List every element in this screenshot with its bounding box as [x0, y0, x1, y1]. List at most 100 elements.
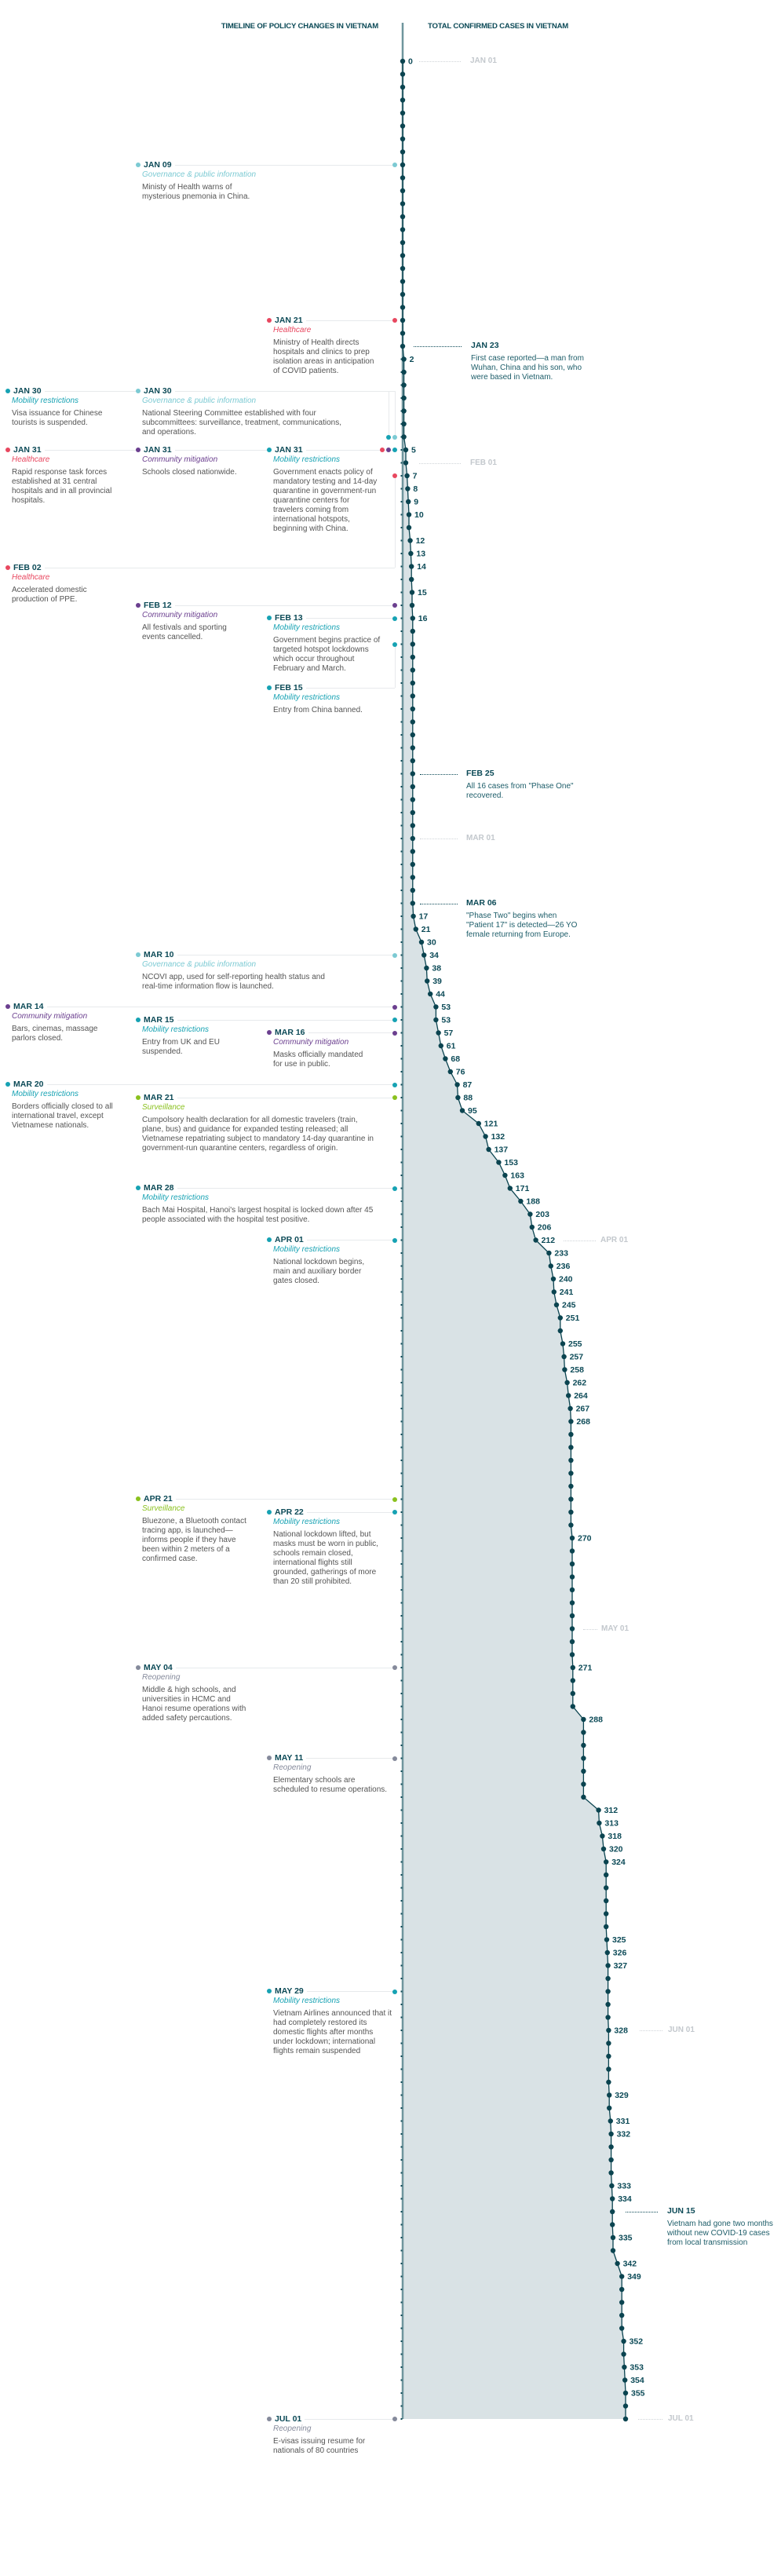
day-tick — [400, 760, 403, 762]
cases-point — [597, 1820, 602, 1826]
case-value-label: 342 — [623, 2260, 637, 2269]
cases-point — [568, 1445, 574, 1450]
cases-point — [607, 2092, 612, 2098]
cases-point — [410, 758, 415, 764]
case-value-label: 328 — [614, 2026, 628, 2036]
cases-point — [560, 1341, 566, 1346]
day-tick — [400, 915, 403, 917]
event-category: Reopening — [142, 1673, 181, 1682]
cases-point — [621, 2338, 626, 2344]
day-tick — [400, 928, 403, 930]
day-tick — [400, 850, 403, 853]
event-description: Bach Mai Hospital, Hanoi's largest hospi… — [142, 1206, 374, 1224]
day-tick — [400, 579, 403, 580]
cases-point — [400, 71, 406, 77]
day-tick — [400, 527, 403, 528]
cases-point — [621, 2351, 626, 2357]
cases-point — [605, 2001, 611, 2008]
cases-point — [570, 1678, 575, 1683]
cases-point — [568, 1483, 574, 1489]
case-value-label: 2 — [410, 355, 414, 364]
day-tick — [400, 1783, 403, 1785]
case-value-label: 44 — [436, 990, 445, 999]
event-category: Governance & public information — [142, 170, 257, 179]
cases-point — [557, 1328, 563, 1334]
month-axis-label: FEB 01 — [470, 458, 497, 467]
month-leader-line — [583, 1628, 597, 1630]
day-tick — [400, 449, 403, 451]
day-tick — [400, 617, 403, 619]
cases-point — [596, 1807, 601, 1813]
cases-point — [568, 1522, 574, 1528]
case-value-label: 267 — [576, 1405, 590, 1414]
cases-point — [400, 162, 406, 168]
case-value-label: 335 — [619, 2234, 633, 2243]
case-value-label: 233 — [554, 1249, 568, 1259]
day-tick — [400, 2418, 403, 2420]
cases-point — [518, 1198, 524, 1204]
event-date: MAR 15 — [141, 1015, 177, 1025]
event-category: Mobility restrictions — [273, 1245, 341, 1254]
event-category: Governance & public information — [142, 960, 257, 969]
policy-event: MAR 15 — [136, 1015, 177, 1025]
cases-point — [433, 1004, 439, 1010]
case-value-label: 288 — [589, 1716, 603, 1725]
category-dot-icon — [136, 952, 141, 957]
event-marker-dot — [392, 952, 397, 958]
day-tick — [400, 2172, 403, 2174]
cases-point — [428, 991, 433, 997]
event-date: MAR 10 — [141, 950, 177, 959]
day-tick — [400, 1278, 403, 1280]
annotation-text: First case reported—a man from Wuhan, Ch… — [471, 354, 584, 382]
cases-point — [400, 331, 406, 336]
day-tick — [400, 2263, 403, 2264]
day-tick — [400, 1926, 403, 1927]
annotation-text: "Phase Two" begins when "Patient 17" is … — [466, 911, 578, 939]
annotation-date: JAN 23 — [471, 341, 499, 350]
day-tick — [400, 1239, 403, 1241]
event-connector — [269, 688, 395, 689]
case-value-label: 349 — [627, 2272, 641, 2282]
day-tick — [400, 902, 403, 904]
cases-point — [568, 1471, 574, 1476]
day-tick — [400, 1019, 403, 1021]
day-tick — [400, 2366, 403, 2368]
case-value-label: 30 — [427, 938, 436, 948]
cases-point — [533, 1237, 538, 1243]
cases-point — [606, 2053, 611, 2059]
cases-point — [619, 2312, 625, 2318]
annotation-date: MAR 06 — [466, 897, 497, 908]
cases-point — [608, 2157, 614, 2163]
event-marker-dot — [392, 616, 397, 621]
cases-point — [486, 1146, 491, 1153]
category-dot-icon — [267, 1756, 272, 1760]
case-value-label: 34 — [429, 951, 439, 960]
cases-point — [400, 214, 406, 220]
category-dot-icon — [136, 389, 141, 393]
case-value-label: 57 — [444, 1029, 454, 1038]
day-tick — [400, 2004, 403, 2005]
category-dot-icon — [267, 1989, 272, 1993]
day-tick — [400, 1511, 403, 1513]
month-leader-line — [419, 462, 461, 464]
cases-point — [405, 486, 411, 491]
cases-point — [410, 616, 415, 621]
event-connector — [269, 1758, 395, 1759]
cases-point — [604, 1872, 609, 1878]
event-category: Community mitigation — [142, 611, 218, 619]
event-description: E-visas issuing resume for nationals of … — [273, 2437, 366, 2455]
cases-point — [401, 356, 407, 362]
policy-event: APR 01 — [267, 1235, 307, 1244]
policy-event: FEB 15 — [267, 683, 306, 692]
cases-point — [568, 1496, 574, 1502]
policy-event: JAN 30 — [136, 386, 175, 396]
day-tick — [400, 1175, 403, 1176]
event-date: JAN 30 — [10, 386, 45, 396]
day-tick — [400, 1874, 403, 1876]
cases-point — [553, 1302, 560, 1308]
